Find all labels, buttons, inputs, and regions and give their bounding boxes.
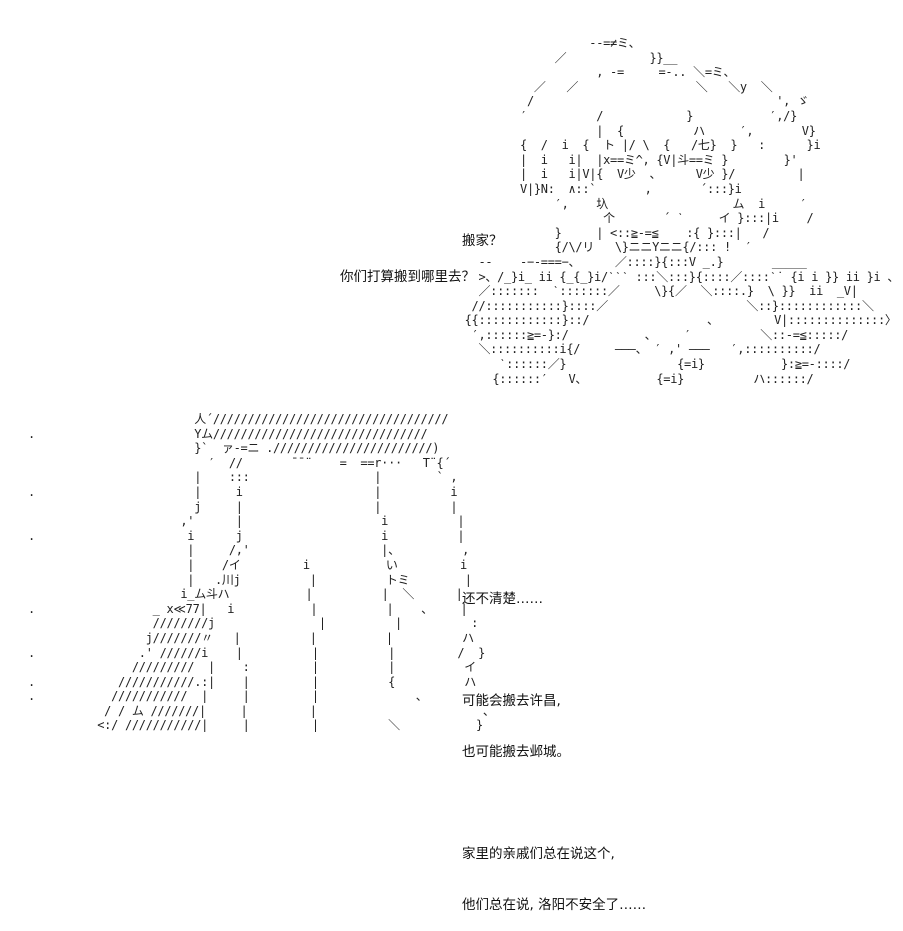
standing-figure-ascii-art: --=≠ミ、 ／ }}__ , -= =-.. ＼=ミ、 ／ ／ ＼ ＼y ＼ … (464, 36, 900, 386)
reply-gap (462, 642, 646, 659)
table-and-legs-ascii-art: 人´////////////////////////////////// . Y… (28, 412, 495, 733)
reply-line-xuchang: 可能会搬去许昌, (462, 693, 561, 709)
reply-line-luoyang-unsafe: 他们总在说, 洛阳不安全了…… (462, 897, 647, 913)
reply-text-block: 还不清楚…… 可能会搬去许昌, 也可能搬去邺城。 家里的亲戚们总在说这个, 他们… (462, 557, 646, 931)
question-moving: 搬家？ (462, 233, 503, 249)
question-where-to: 你们打算搬到哪里去？ (340, 269, 475, 285)
reply-line-unclear: 还不清楚…… (462, 591, 543, 607)
reply-line-relatives: 家里的亲戚们总在说这个, (462, 846, 615, 862)
reply-line-yecheng: 也可能搬去邺城。 (462, 744, 570, 760)
reply-gap (462, 795, 646, 812)
